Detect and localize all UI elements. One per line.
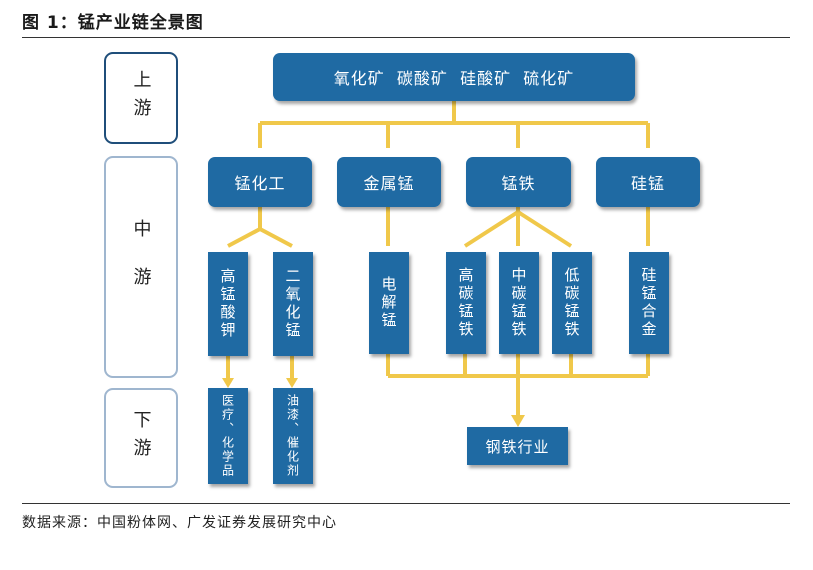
downstream-steel-industry: 钢铁行业 bbox=[467, 427, 568, 465]
category-manganese-chemical: 锰化工 bbox=[208, 157, 312, 207]
downstream-steel-industry-label: 钢铁行业 bbox=[485, 437, 550, 456]
downstream-paint-catalyst: 油漆、催化剂 bbox=[273, 388, 313, 484]
arrowhead-steel bbox=[511, 415, 525, 427]
product-electrolytic-manganese-label: 电解锰 bbox=[379, 276, 398, 330]
connector-chemical-right bbox=[259, 227, 293, 248]
category-metal-manganese: 金属锰 bbox=[337, 157, 441, 207]
category-silicomanganese: 硅锰 bbox=[596, 157, 700, 207]
downstream-medical-chemical-label: 医疗、化学品 bbox=[220, 394, 235, 478]
stage-downstream-label: 下游 bbox=[130, 410, 152, 466]
upstream-ores-box: 氧化矿 碳酸矿 硅酸矿 硫化矿 bbox=[273, 53, 635, 101]
top-divider bbox=[22, 37, 790, 38]
downstream-paint-catalyst-label: 油漆、催化剂 bbox=[285, 394, 300, 478]
stage-midstream: 中游 bbox=[104, 156, 178, 378]
stage-midstream-label: 中游 bbox=[130, 219, 152, 315]
product-high-carbon-ferromanganese-label: 高碳锰铁 bbox=[456, 267, 475, 339]
product-high-carbon-ferromanganese: 高碳锰铁 bbox=[446, 252, 486, 354]
category-manganese-chemical-label: 锰化工 bbox=[234, 174, 286, 193]
product-medium-carbon-ferromanganese: 中碳锰铁 bbox=[499, 252, 539, 354]
category-ferromanganese: 锰铁 bbox=[466, 157, 571, 207]
product-medium-carbon-ferromanganese-label: 中碳锰铁 bbox=[509, 267, 528, 339]
category-ferromanganese-label: 锰铁 bbox=[501, 174, 536, 193]
product-potassium-permanganate-label: 高锰酸钾 bbox=[218, 268, 237, 340]
product-silicomanganese-alloy: 硅锰合金 bbox=[629, 252, 669, 354]
upstream-ores-label: 氧化矿 碳酸矿 硅酸矿 硫化矿 bbox=[333, 69, 575, 88]
category-metal-manganese-label: 金属锰 bbox=[363, 174, 415, 193]
figure-title: 图 1：锰产业链全景图 bbox=[22, 13, 204, 33]
connector-chemical-left bbox=[227, 227, 261, 248]
category-silicomanganese-label: 硅锰 bbox=[630, 174, 665, 193]
product-manganese-dioxide-label: 二氧化锰 bbox=[283, 268, 302, 340]
product-low-carbon-ferromanganese: 低碳锰铁 bbox=[552, 252, 592, 354]
product-electrolytic-manganese: 电解锰 bbox=[369, 252, 409, 354]
product-manganese-dioxide: 二氧化锰 bbox=[273, 252, 313, 356]
downstream-medical-chemical: 医疗、化学品 bbox=[208, 388, 248, 484]
stage-downstream: 下游 bbox=[104, 388, 178, 488]
bottom-divider bbox=[22, 503, 790, 504]
connector-ferro-right bbox=[516, 210, 573, 248]
connector-ferro-left bbox=[463, 210, 520, 248]
product-potassium-permanganate: 高锰酸钾 bbox=[208, 252, 248, 356]
product-silicomanganese-alloy-label: 硅锰合金 bbox=[639, 267, 658, 339]
arrowhead-potassium bbox=[222, 378, 234, 388]
stage-upstream-label: 上游 bbox=[130, 70, 152, 126]
stage-upstream: 上游 bbox=[104, 52, 178, 144]
product-low-carbon-ferromanganese-label: 低碳锰铁 bbox=[562, 267, 581, 339]
arrowhead-dioxide bbox=[286, 378, 298, 388]
source-note: 数据来源：中国粉体网、广发证券发展研究中心 bbox=[22, 515, 337, 531]
